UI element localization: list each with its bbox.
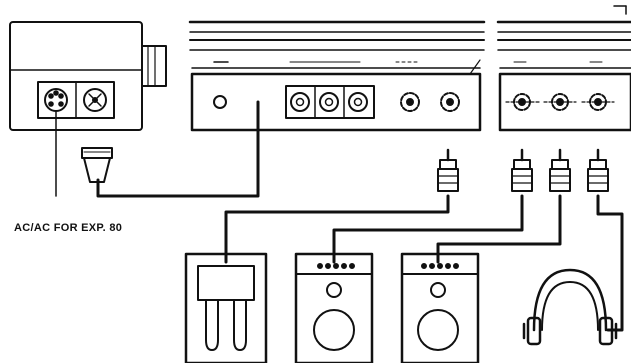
jack-plug-icon bbox=[549, 148, 571, 192]
amplifier-speaker-2 bbox=[400, 252, 480, 363]
pedal-unit bbox=[184, 252, 268, 363]
amplifier-speaker-1 bbox=[294, 252, 374, 363]
expander-unit bbox=[496, 5, 631, 132]
amp-cable-left bbox=[332, 194, 524, 264]
power-jack-icon bbox=[213, 95, 227, 109]
din-socket-icon bbox=[348, 92, 368, 112]
din-socket-panel bbox=[285, 85, 375, 119]
ac-label: AC/AC FOR EXP. 80 bbox=[14, 222, 123, 234]
output-jack-icon bbox=[543, 93, 577, 111]
headphones-icon bbox=[522, 268, 618, 346]
power-plug-icon bbox=[81, 147, 113, 183]
din-socket-icon bbox=[44, 88, 68, 112]
din-socket-icon bbox=[290, 92, 310, 112]
output-jack-icon bbox=[505, 93, 541, 111]
output-jack-icon bbox=[400, 92, 420, 112]
headphone-cable bbox=[596, 194, 624, 332]
output-jack-icon bbox=[581, 93, 615, 111]
power-supply-unit bbox=[9, 21, 167, 131]
output-jack-icon bbox=[440, 92, 460, 112]
din-socket-icon bbox=[83, 88, 107, 112]
cables bbox=[96, 100, 624, 332]
jack-plug-icon bbox=[511, 148, 533, 192]
jack-plug-icon bbox=[587, 148, 609, 192]
jack-plug-icon bbox=[437, 148, 459, 192]
keyboard-unit bbox=[188, 20, 486, 132]
power-cable bbox=[96, 100, 260, 198]
pedal-cable bbox=[224, 194, 450, 264]
din-socket-icon bbox=[319, 92, 339, 112]
